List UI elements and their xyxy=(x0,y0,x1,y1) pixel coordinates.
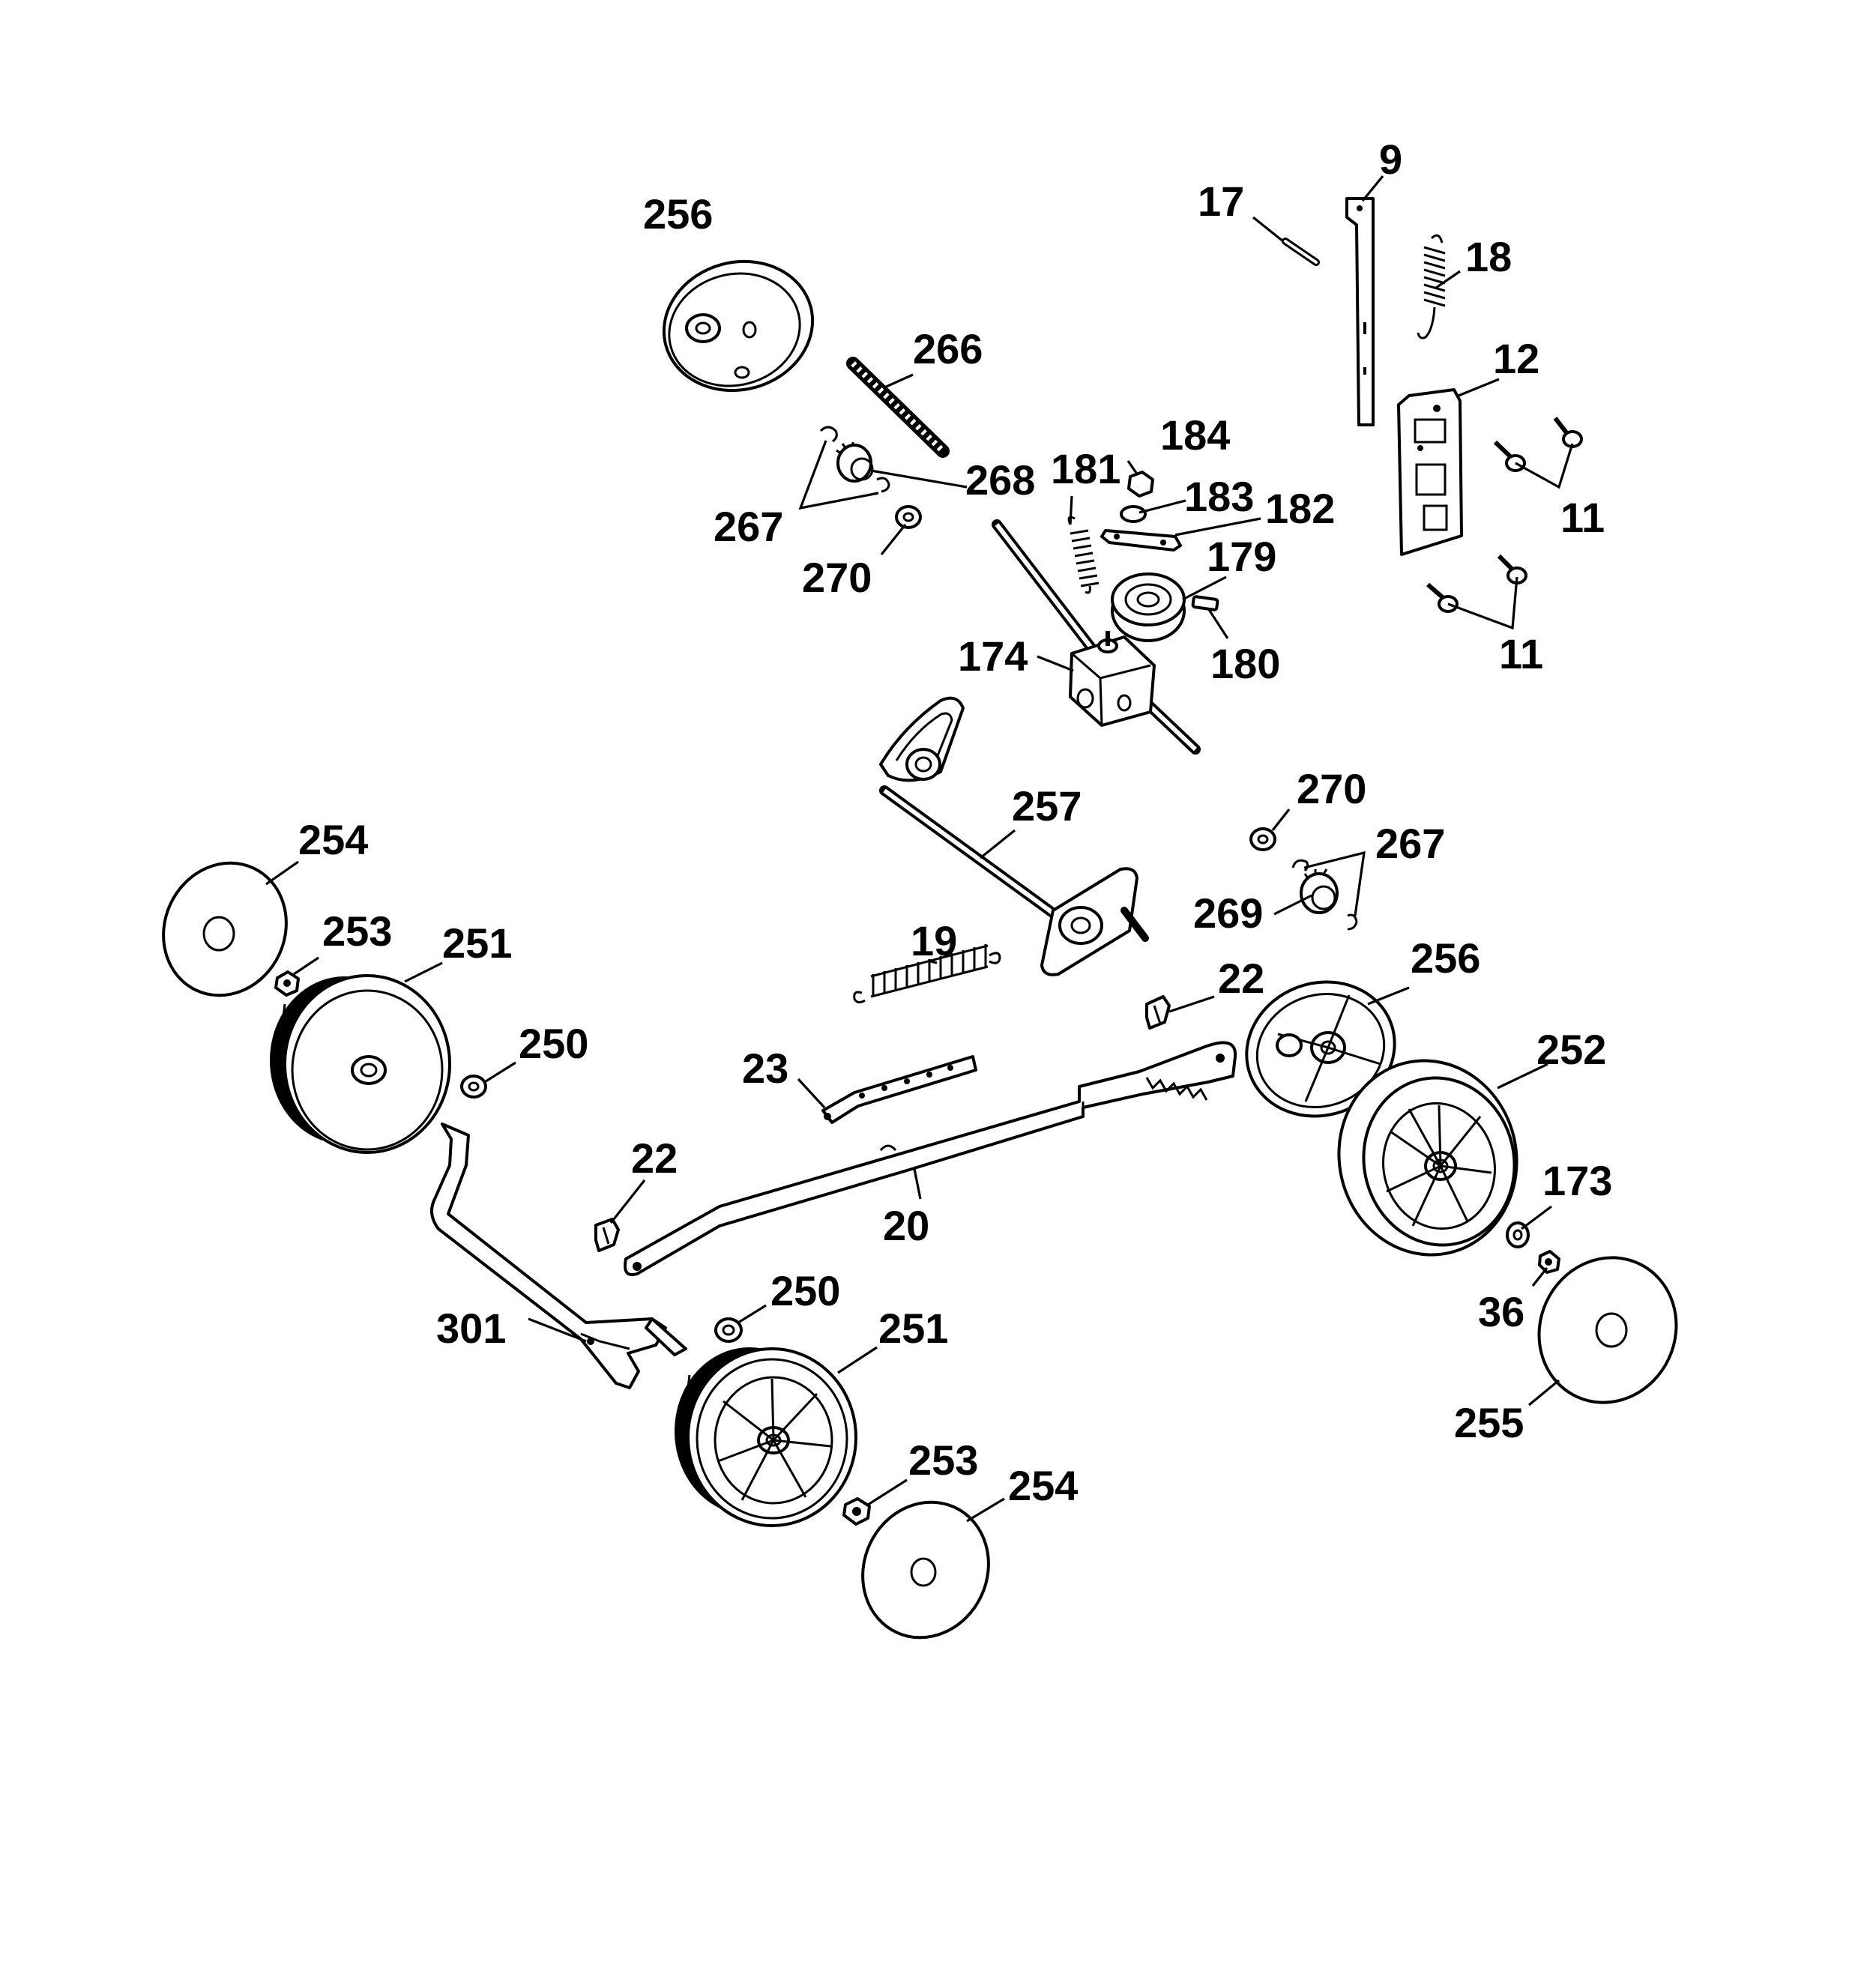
part-250-washer-left xyxy=(460,1075,487,1099)
part-256-wheel-cover-top xyxy=(662,259,815,393)
callout-182: 182 xyxy=(1265,485,1335,532)
part-19-spring xyxy=(853,944,1001,1004)
part-184-nut xyxy=(1127,471,1154,498)
callout-250-left: 250 xyxy=(519,1020,588,1067)
part-270-washer-mid xyxy=(1249,827,1276,851)
part-268-gear xyxy=(836,442,874,483)
part-267-clips-top xyxy=(819,426,890,493)
callout-257: 257 xyxy=(1012,782,1082,830)
callout-11-upper: 11 xyxy=(1560,494,1605,541)
callout-22-left: 22 xyxy=(631,1135,678,1182)
part-254-cap-left xyxy=(162,861,288,997)
part-256-wheel-cover-right xyxy=(1245,980,1396,1118)
part-253-nut-bottom xyxy=(842,1497,871,1526)
part-182-lever xyxy=(1100,529,1182,552)
callout-267-top: 267 xyxy=(714,503,783,550)
callout-251-left: 251 xyxy=(442,919,512,967)
callout-22-right: 22 xyxy=(1218,955,1264,1002)
part-9-bar xyxy=(1345,197,1375,426)
part-18-spring xyxy=(1417,234,1446,339)
callout-180: 180 xyxy=(1210,640,1280,687)
callout-254-left: 254 xyxy=(298,816,368,863)
callout-269: 269 xyxy=(1193,889,1263,937)
part-12-bracket xyxy=(1397,388,1463,556)
part-179-pulley xyxy=(1111,572,1186,642)
callout-266: 266 xyxy=(913,325,983,372)
callout-181: 181 xyxy=(1051,445,1120,492)
part-266-threaded-rod xyxy=(846,357,950,458)
part-252-wheel xyxy=(1337,1059,1518,1257)
part-270-washer-top xyxy=(895,505,922,529)
part-174-gearbox xyxy=(992,519,1201,755)
callout-20: 20 xyxy=(883,1202,929,1249)
part-301-axle-bracket xyxy=(430,1123,687,1389)
callout-254-bottom: 254 xyxy=(1008,1462,1078,1509)
part-257-axle xyxy=(879,696,1149,976)
callout-19: 19 xyxy=(911,917,957,964)
callout-270-top: 270 xyxy=(802,554,872,601)
callout-183: 183 xyxy=(1184,473,1254,520)
callout-174: 174 xyxy=(958,632,1028,680)
part-181-spring xyxy=(1067,516,1100,594)
callout-23: 23 xyxy=(742,1045,788,1092)
part-22-clip-right xyxy=(1145,995,1171,1030)
part-183-washer xyxy=(1120,505,1147,523)
part-269-gear xyxy=(1300,868,1339,914)
part-23-strip xyxy=(821,1055,977,1124)
callout-18: 18 xyxy=(1465,233,1512,280)
callout-267-mid: 267 xyxy=(1375,820,1445,867)
callout-250-bottom: 250 xyxy=(770,1267,840,1314)
part-22-clip-left xyxy=(594,1218,620,1252)
part-253-nut-left xyxy=(274,970,300,997)
callout-252: 252 xyxy=(1536,1026,1606,1073)
part-17-pin xyxy=(1282,238,1320,266)
callout-251-bottom: 251 xyxy=(878,1305,948,1352)
callout-173: 173 xyxy=(1542,1157,1612,1204)
callout-253-bottom: 253 xyxy=(908,1436,978,1484)
part-36-nut xyxy=(1538,1250,1560,1274)
callout-253-left: 253 xyxy=(322,907,392,955)
part-254-cap-bottom xyxy=(861,1500,990,1640)
part-180-key xyxy=(1191,595,1219,611)
callout-255: 255 xyxy=(1454,1399,1524,1446)
callout-17: 17 xyxy=(1198,178,1244,225)
callout-270-mid: 270 xyxy=(1297,765,1366,812)
callout-36: 36 xyxy=(1478,1288,1524,1335)
callout-256-right: 256 xyxy=(1411,934,1480,982)
callout-179: 179 xyxy=(1207,533,1276,580)
callout-labels: 9 17 18 12 11 11 256 266 184 181 268 183… xyxy=(298,136,1612,1509)
callout-12: 12 xyxy=(1493,335,1539,382)
callout-256-top: 256 xyxy=(643,190,713,238)
part-20-lever xyxy=(624,1041,1237,1276)
part-255-cap xyxy=(1537,1256,1678,1404)
part-250-washer-bottom xyxy=(714,1317,743,1343)
leader-lines xyxy=(265,175,1574,1523)
callout-301: 301 xyxy=(436,1305,506,1352)
callout-9: 9 xyxy=(1379,136,1402,183)
callout-11-lower: 11 xyxy=(1499,630,1543,677)
part-251-wheel-bottom xyxy=(675,1347,857,1527)
callout-184: 184 xyxy=(1160,411,1230,459)
part-251-wheel-left xyxy=(270,974,451,1154)
callout-268: 268 xyxy=(965,456,1035,504)
